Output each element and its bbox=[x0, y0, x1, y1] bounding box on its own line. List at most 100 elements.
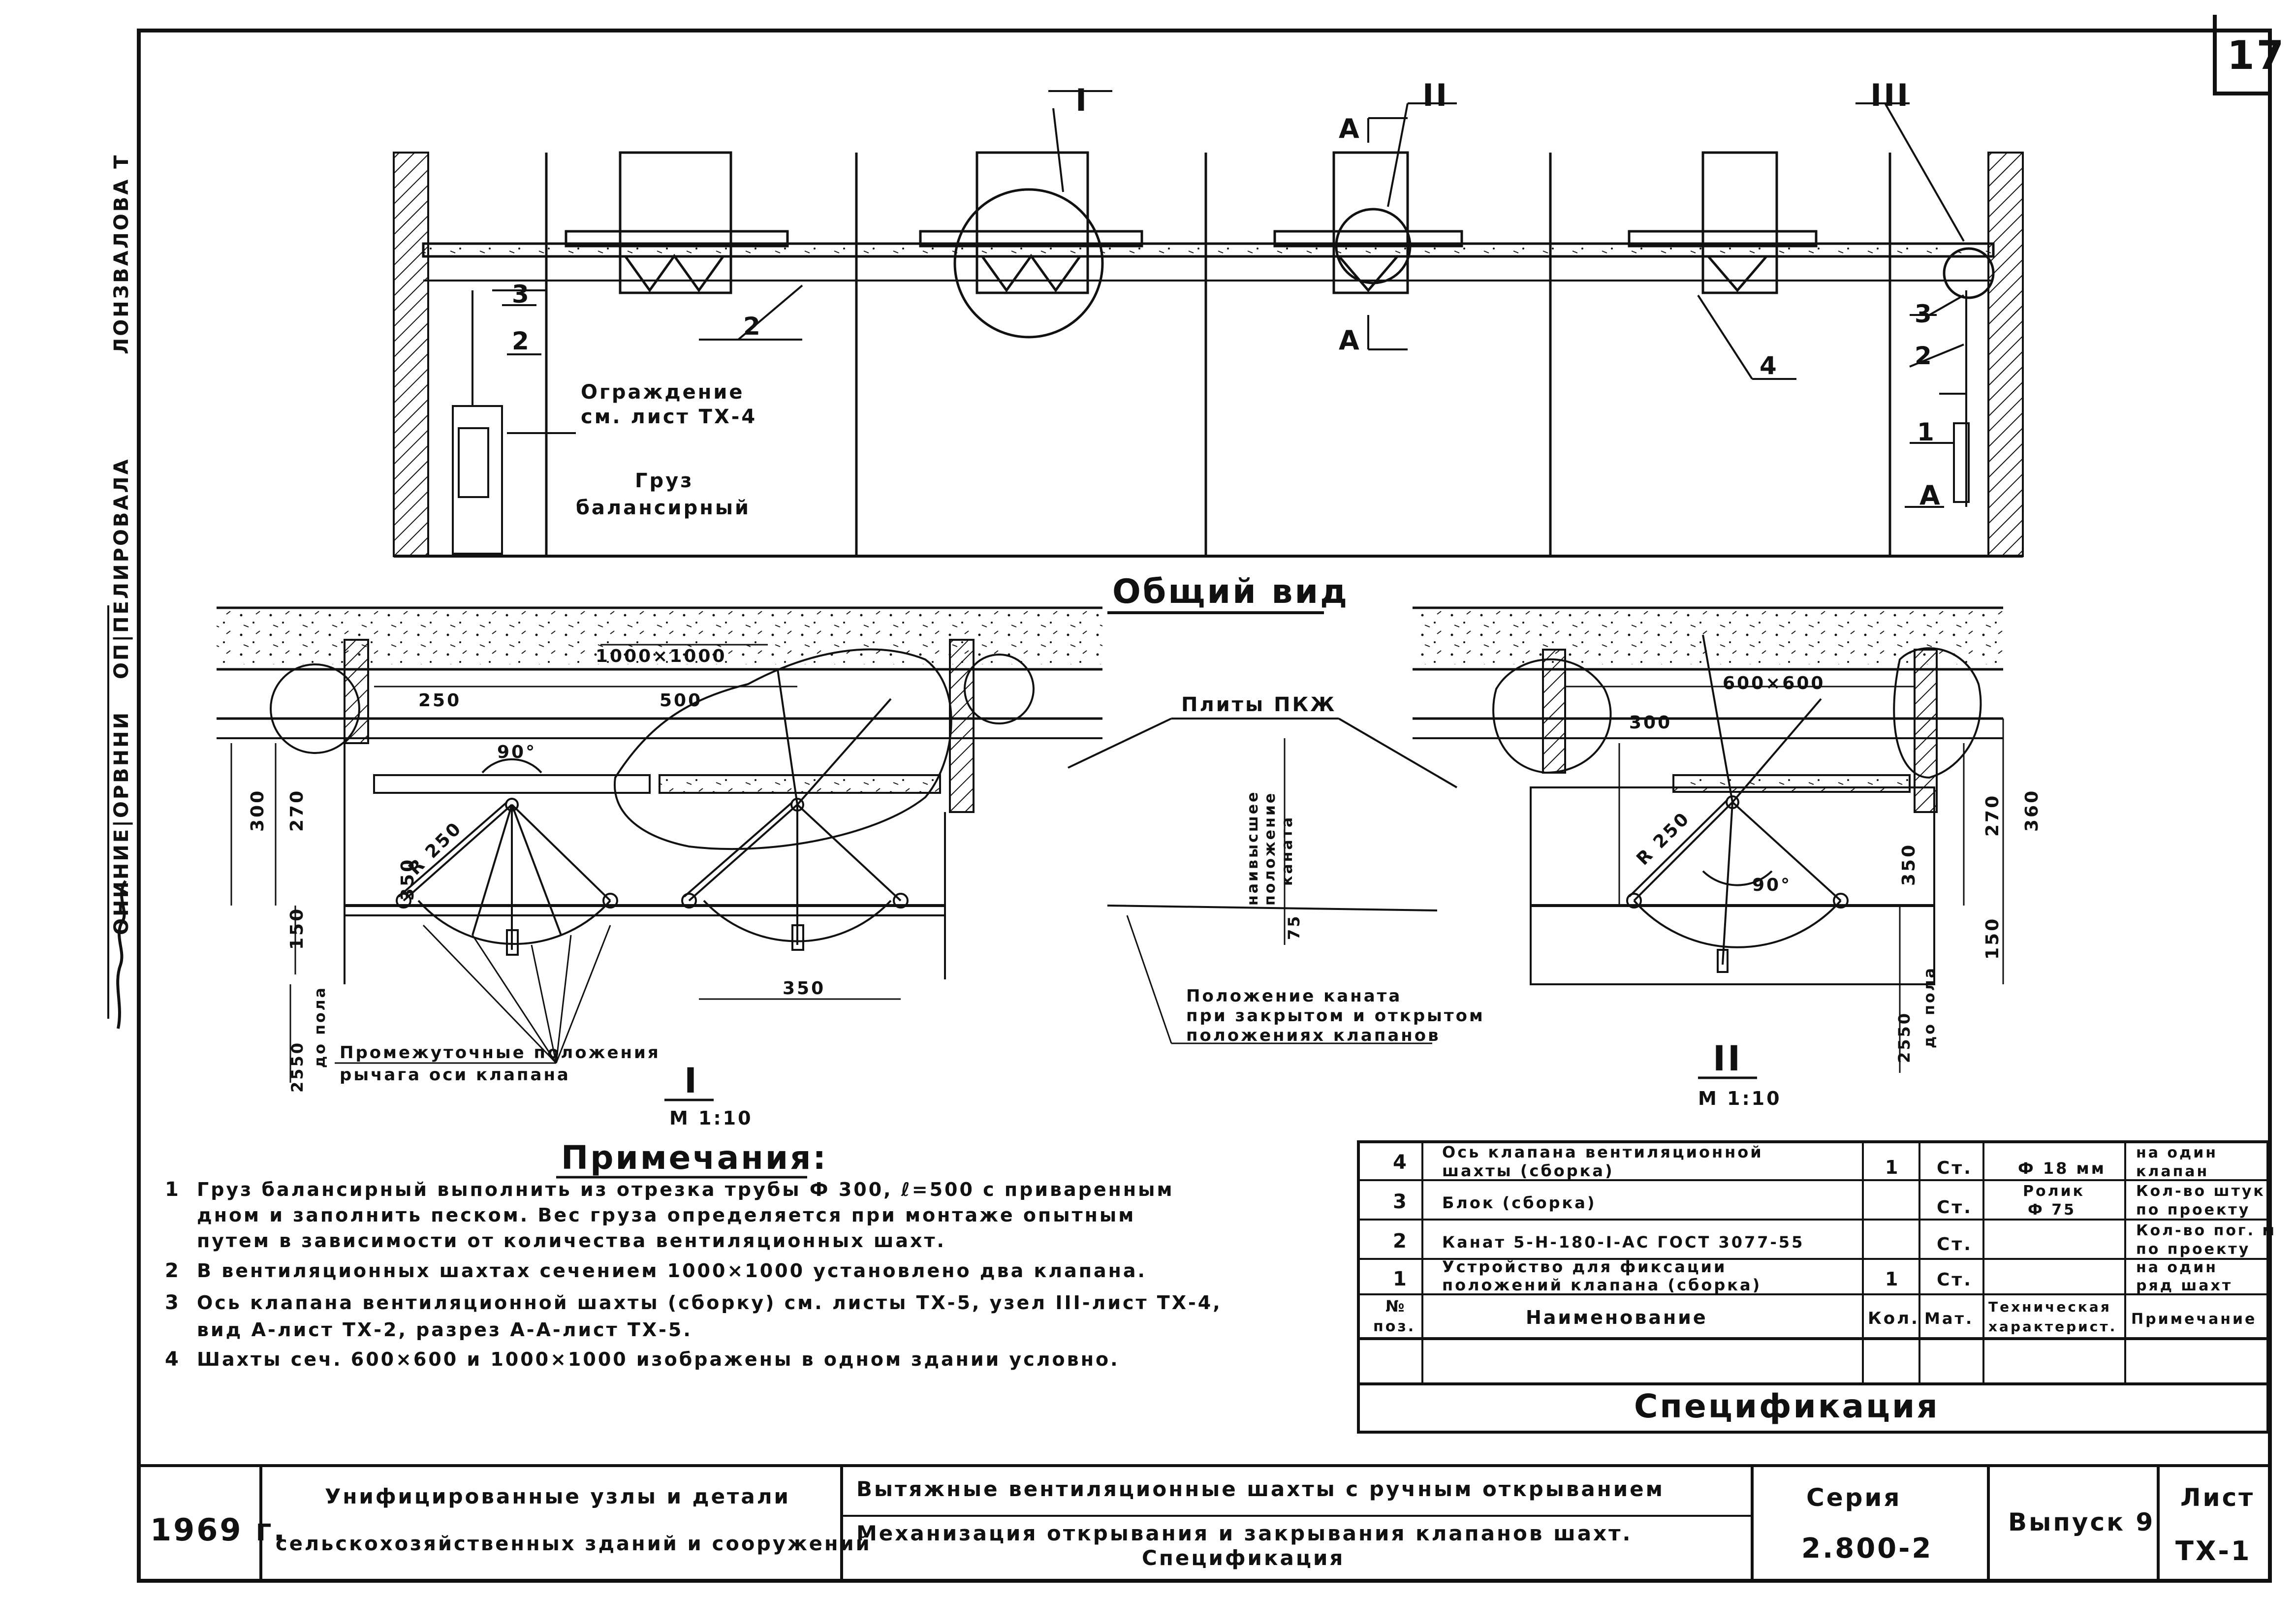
highest-label-2: положение bbox=[1261, 791, 1279, 906]
detail-II-dim-270: 270 bbox=[1982, 794, 2003, 837]
spec-row-1-name-1: Ось клапана вентиляционной bbox=[1442, 1143, 1763, 1161]
detail-I-dim-270: 270 bbox=[287, 789, 307, 832]
section-A-top: А bbox=[1339, 113, 1361, 144]
detail-I-floor-level-1: 2550 bbox=[288, 1041, 307, 1093]
title-block: 1969 г. Унифицированные узлы и детали се… bbox=[139, 1464, 2270, 1581]
spec-row-1-mat: Ст. bbox=[1937, 1158, 1973, 1178]
highest-label-1: наивысшее bbox=[1244, 790, 1261, 906]
pos-1-right: 1 bbox=[1917, 418, 1936, 446]
spec-row-2-name-1: Блок (сборка) bbox=[1442, 1193, 1596, 1212]
detail-I-dim-250: 250 bbox=[418, 690, 461, 711]
sheet-frame bbox=[137, 29, 2272, 1583]
node-I-label: I bbox=[1075, 82, 1089, 118]
detail-II-floor-level-2: до пола bbox=[1921, 966, 1938, 1048]
pos-2-right: 2 bbox=[1915, 342, 1934, 370]
spec-header-mat: Мат. bbox=[1924, 1309, 1974, 1328]
tb-sheet-value: ТХ-1 bbox=[2175, 1535, 2251, 1567]
detail-I-inter-label-2: рычага оси клапана bbox=[340, 1065, 570, 1085]
tb-org-2: сельскохозяйственных зданий и сооружений bbox=[276, 1533, 872, 1555]
spec-row-2-note-1: Кол-во штук bbox=[2136, 1183, 2265, 1200]
guard-label-2: см. лист ТХ-4 bbox=[581, 406, 757, 428]
pos-3-left: 3 bbox=[512, 280, 531, 309]
spec-header-pos-2: поз. bbox=[1373, 1318, 1415, 1335]
tb-issue: Выпуск 9 bbox=[2008, 1508, 2155, 1536]
spec-row-4-note-2: ряд шахт bbox=[2136, 1277, 2233, 1294]
detail-I-dim-350: 350 bbox=[398, 858, 418, 901]
spec-row-1-pos: 4 bbox=[1393, 1151, 1409, 1174]
spec-header-note: Примечание bbox=[2131, 1311, 2257, 1328]
detail-I-roman: I bbox=[684, 1061, 699, 1101]
spec-row-3-name-1: Канат 5-Н-180-I-АС ГОСТ 3077-55 bbox=[1442, 1233, 1804, 1252]
detail-I-dim-500: 500 bbox=[660, 690, 702, 711]
note-2-num: 2 bbox=[165, 1259, 181, 1282]
spec-row-1-note-2: клапан bbox=[2136, 1163, 2209, 1180]
side-stamp-2: ОП|ПЕЛИРОВАЛА bbox=[110, 457, 133, 679]
spec-row-3-note-1: Кол-во пог. м bbox=[2136, 1222, 2276, 1239]
node-II-label: II bbox=[1422, 77, 1449, 113]
detail-I-scale: М 1:10 bbox=[669, 1107, 753, 1129]
spec-title: Спецификация bbox=[1634, 1387, 1940, 1425]
guard-label-1: Ограждение bbox=[581, 381, 745, 404]
notes: Примечания: 1 Груз балансирный выполнить… bbox=[165, 1139, 1222, 1371]
spec-header-qty: Кол. bbox=[1868, 1309, 1919, 1328]
spec-row-2-mat: Ст. bbox=[1937, 1197, 1973, 1218]
spec-row-3-note-2: по проекту bbox=[2136, 1241, 2250, 1258]
detail-II-dim-360: 360 bbox=[2022, 789, 2042, 832]
slabs-label: Плиты ПКЖ bbox=[1181, 693, 1336, 716]
pos-4: 4 bbox=[1760, 351, 1779, 380]
dim-75: 75 bbox=[1285, 914, 1303, 940]
spec-header-pos-1: № bbox=[1385, 1297, 1407, 1316]
rope-label-3: положениях клапанов bbox=[1186, 1026, 1441, 1045]
highest-label-3: каната bbox=[1279, 815, 1296, 886]
spec-row-2-char-2: Ф 75 bbox=[2028, 1201, 2076, 1219]
corner-number-box: 17 bbox=[2213, 15, 2286, 95]
general-view: I II III А А А 3 2 2 4 3 2 1 Ограждение … bbox=[393, 77, 2024, 614]
center-labels: Плиты ПКЖ наивысшее положение каната 75 … bbox=[1068, 693, 1485, 1045]
tb-sheet-label: Лист bbox=[2180, 1483, 2255, 1512]
note-1-num: 1 bbox=[165, 1178, 181, 1201]
spec-row-1-char-1: Ф 18 мм bbox=[2018, 1159, 2106, 1178]
spec-row-2-char-1: Ролик bbox=[2023, 1183, 2085, 1200]
rope-label-2: при закрытом и открытом bbox=[1186, 1006, 1485, 1026]
side-stamps: ЛОНЗВАЛОВА Т ОП|ПЕЛИРОВАЛА ОНИНИЕ|ОРВННИ bbox=[107, 154, 133, 1029]
spec-header-char-2: характерист. bbox=[1988, 1318, 2117, 1335]
detail-II-roman: II bbox=[1713, 1038, 1742, 1079]
detail-I-angle: 90° bbox=[497, 742, 536, 762]
tb-desc-2: Механизация открывания и закрывания клап… bbox=[856, 1521, 1632, 1545]
detail-II: 600×600 300 270 360 350 150 90° R 250 25… bbox=[1413, 606, 2042, 1109]
spec-row-1-name-2: шахты (сборка) bbox=[1442, 1161, 1614, 1180]
pos-2-left: 2 bbox=[512, 327, 531, 355]
tb-desc-1: Вытяжные вентиляционные шахты с ручным о… bbox=[856, 1477, 1665, 1501]
detail-I-radius: R 250 bbox=[405, 818, 466, 879]
note-3-line-1: Ось клапана вентиляционной шахты (сборку… bbox=[197, 1292, 1222, 1314]
sheet-corner-number: 17 bbox=[2227, 32, 2286, 78]
detail-I-dim-300: 300 bbox=[248, 789, 268, 832]
note-1-line-1: Груз балансирный выполнить из отрезка тр… bbox=[197, 1179, 1174, 1200]
weight-label-2: балансирный bbox=[576, 497, 751, 519]
detail-II-angle: 90° bbox=[1752, 875, 1792, 895]
detail-I-size: 1000×1000 bbox=[596, 646, 727, 666]
note-4-num: 4 bbox=[165, 1348, 181, 1371]
note-1-line-2: дном и заполнить песком. Вес груза опред… bbox=[197, 1204, 1135, 1226]
spec-table: 4 Ось клапана вентиляционной шахты (сбор… bbox=[1357, 1140, 2276, 1434]
detail-II-size: 600×600 bbox=[1723, 673, 1825, 693]
detail-I-dim-150: 150 bbox=[287, 907, 307, 950]
detail-I-dim-350b: 350 bbox=[783, 978, 825, 999]
detail-I-inter-label-1: Промежуточные положения bbox=[340, 1043, 660, 1063]
side-stamp-1: ЛОНЗВАЛОВА Т bbox=[110, 154, 133, 354]
detail-II-dim-300: 300 bbox=[1629, 713, 1672, 733]
tb-year: 1969 г. bbox=[150, 1512, 287, 1548]
section-A-bottom: А bbox=[1339, 325, 1361, 356]
detail-I-floor-level-2: до пола bbox=[312, 986, 329, 1068]
note-3-line-2: вид А-лист ТХ-2, разрез А-А-лист ТХ-5. bbox=[197, 1319, 692, 1341]
spec-row-3-pos: 2 bbox=[1393, 1230, 1409, 1253]
detail-II-dim-350: 350 bbox=[1899, 843, 1919, 886]
note-1-line-3: путем в зависимости от количества вентил… bbox=[197, 1230, 946, 1252]
tb-series-value: 2.800-2 bbox=[1801, 1533, 1933, 1565]
tb-desc-3: Спецификация bbox=[1142, 1546, 1345, 1570]
spec-row-3-mat: Ст. bbox=[1937, 1234, 1973, 1254]
node-III-label: III bbox=[1870, 77, 1910, 113]
handwritten-signature bbox=[116, 880, 127, 1029]
note-4-line-1: Шахты сеч. 600×600 и 1000×1000 изображен… bbox=[197, 1348, 1120, 1370]
